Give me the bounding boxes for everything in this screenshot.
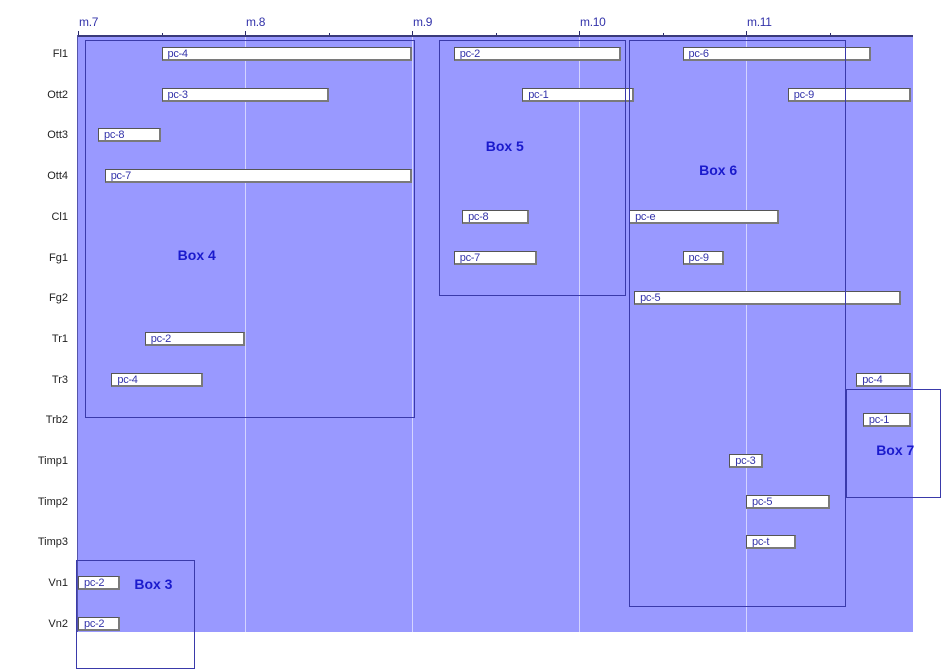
segment-bar[interactable]: pc-8 — [462, 209, 529, 224]
timeline-left-axis — [77, 35, 78, 632]
measure-gridline — [412, 37, 413, 632]
group-box-label: Box 4 — [177, 246, 216, 263]
instrument-label: Tr3 — [51, 373, 68, 386]
group-box-label: Box 5 — [485, 138, 524, 155]
segment-bar[interactable]: pc-7 — [453, 250, 538, 265]
segment-bar[interactable]: pc-7 — [104, 169, 412, 184]
segment-bar[interactable]: pc-9 — [787, 87, 912, 102]
instrument-label: Timp1 — [37, 455, 68, 467]
measure-label: m.10 — [580, 15, 606, 29]
group-box-label: Box 3 — [134, 576, 173, 593]
instrument-label: Vn2 — [48, 617, 68, 630]
instrument-label: Timp3 — [37, 536, 68, 549]
instrument-label: Ott3 — [47, 129, 68, 142]
measure-gridline — [245, 37, 246, 632]
instrument-label: Fg2 — [49, 292, 68, 305]
instrument-label: Timp2 — [37, 495, 68, 508]
instrument-label: Fl1 — [52, 48, 68, 60]
measure-label: m.7 — [79, 15, 99, 29]
measure-gridline — [579, 37, 580, 632]
instrument-label: Ott2 — [47, 88, 68, 101]
group-box[interactable] — [84, 40, 416, 419]
measure-gridline — [746, 37, 747, 632]
segment-bar[interactable]: pc-1 — [862, 413, 912, 428]
segment-bar[interactable]: pc-2 — [78, 616, 120, 631]
instrument-label: Vn1 — [48, 577, 68, 590]
measure-tick — [579, 31, 580, 37]
measure-label: m.9 — [413, 15, 433, 29]
segment-bar[interactable]: pc-2 — [453, 47, 621, 61]
instrument-label: Tr1 — [51, 332, 68, 345]
segment-bar[interactable]: pc-3 — [161, 87, 329, 102]
segment-bar[interactable]: pc-t — [746, 535, 797, 550]
segment-bar[interactable]: pc-e — [629, 209, 780, 224]
group-box-label: Box 6 — [699, 162, 738, 179]
segment-bar[interactable]: pc-9 — [682, 250, 725, 265]
segment-bar[interactable]: pc-2 — [78, 576, 120, 591]
instrument-label: Cl1 — [51, 210, 68, 223]
instrument-label: Fg1 — [49, 251, 68, 264]
segment-bar[interactable]: pc-8 — [98, 128, 162, 143]
group-box[interactable] — [438, 40, 626, 297]
segment-bar[interactable]: pc-5 — [746, 494, 830, 509]
instrument-label: Ott4 — [47, 170, 68, 183]
instrument-label: Trb2 — [45, 414, 68, 427]
measure-tick — [412, 31, 413, 37]
segment-bar[interactable]: pc-2 — [144, 331, 245, 346]
segment-bar[interactable]: pc-5 — [634, 291, 902, 306]
measure-tick — [245, 31, 246, 37]
segment-bar[interactable]: pc-1 — [522, 87, 635, 102]
group-box[interactable] — [629, 40, 847, 608]
measure-label: m.8 — [246, 15, 266, 29]
measure-tick — [746, 31, 747, 37]
group-box-label: Box 7 — [876, 442, 915, 458]
segment-bar[interactable]: pc-6 — [682, 47, 872, 61]
segment-bar[interactable]: pc-4 — [111, 372, 204, 387]
group-box[interactable] — [846, 388, 941, 498]
measure-label: m.11 — [747, 15, 772, 29]
measure-tick — [78, 31, 79, 37]
segment-bar[interactable]: pc-4 — [856, 372, 912, 387]
segment-bar[interactable]: pc-3 — [729, 454, 763, 468]
timeline-top-axis — [78, 35, 913, 37]
segment-bar[interactable]: pc-4 — [161, 47, 412, 61]
